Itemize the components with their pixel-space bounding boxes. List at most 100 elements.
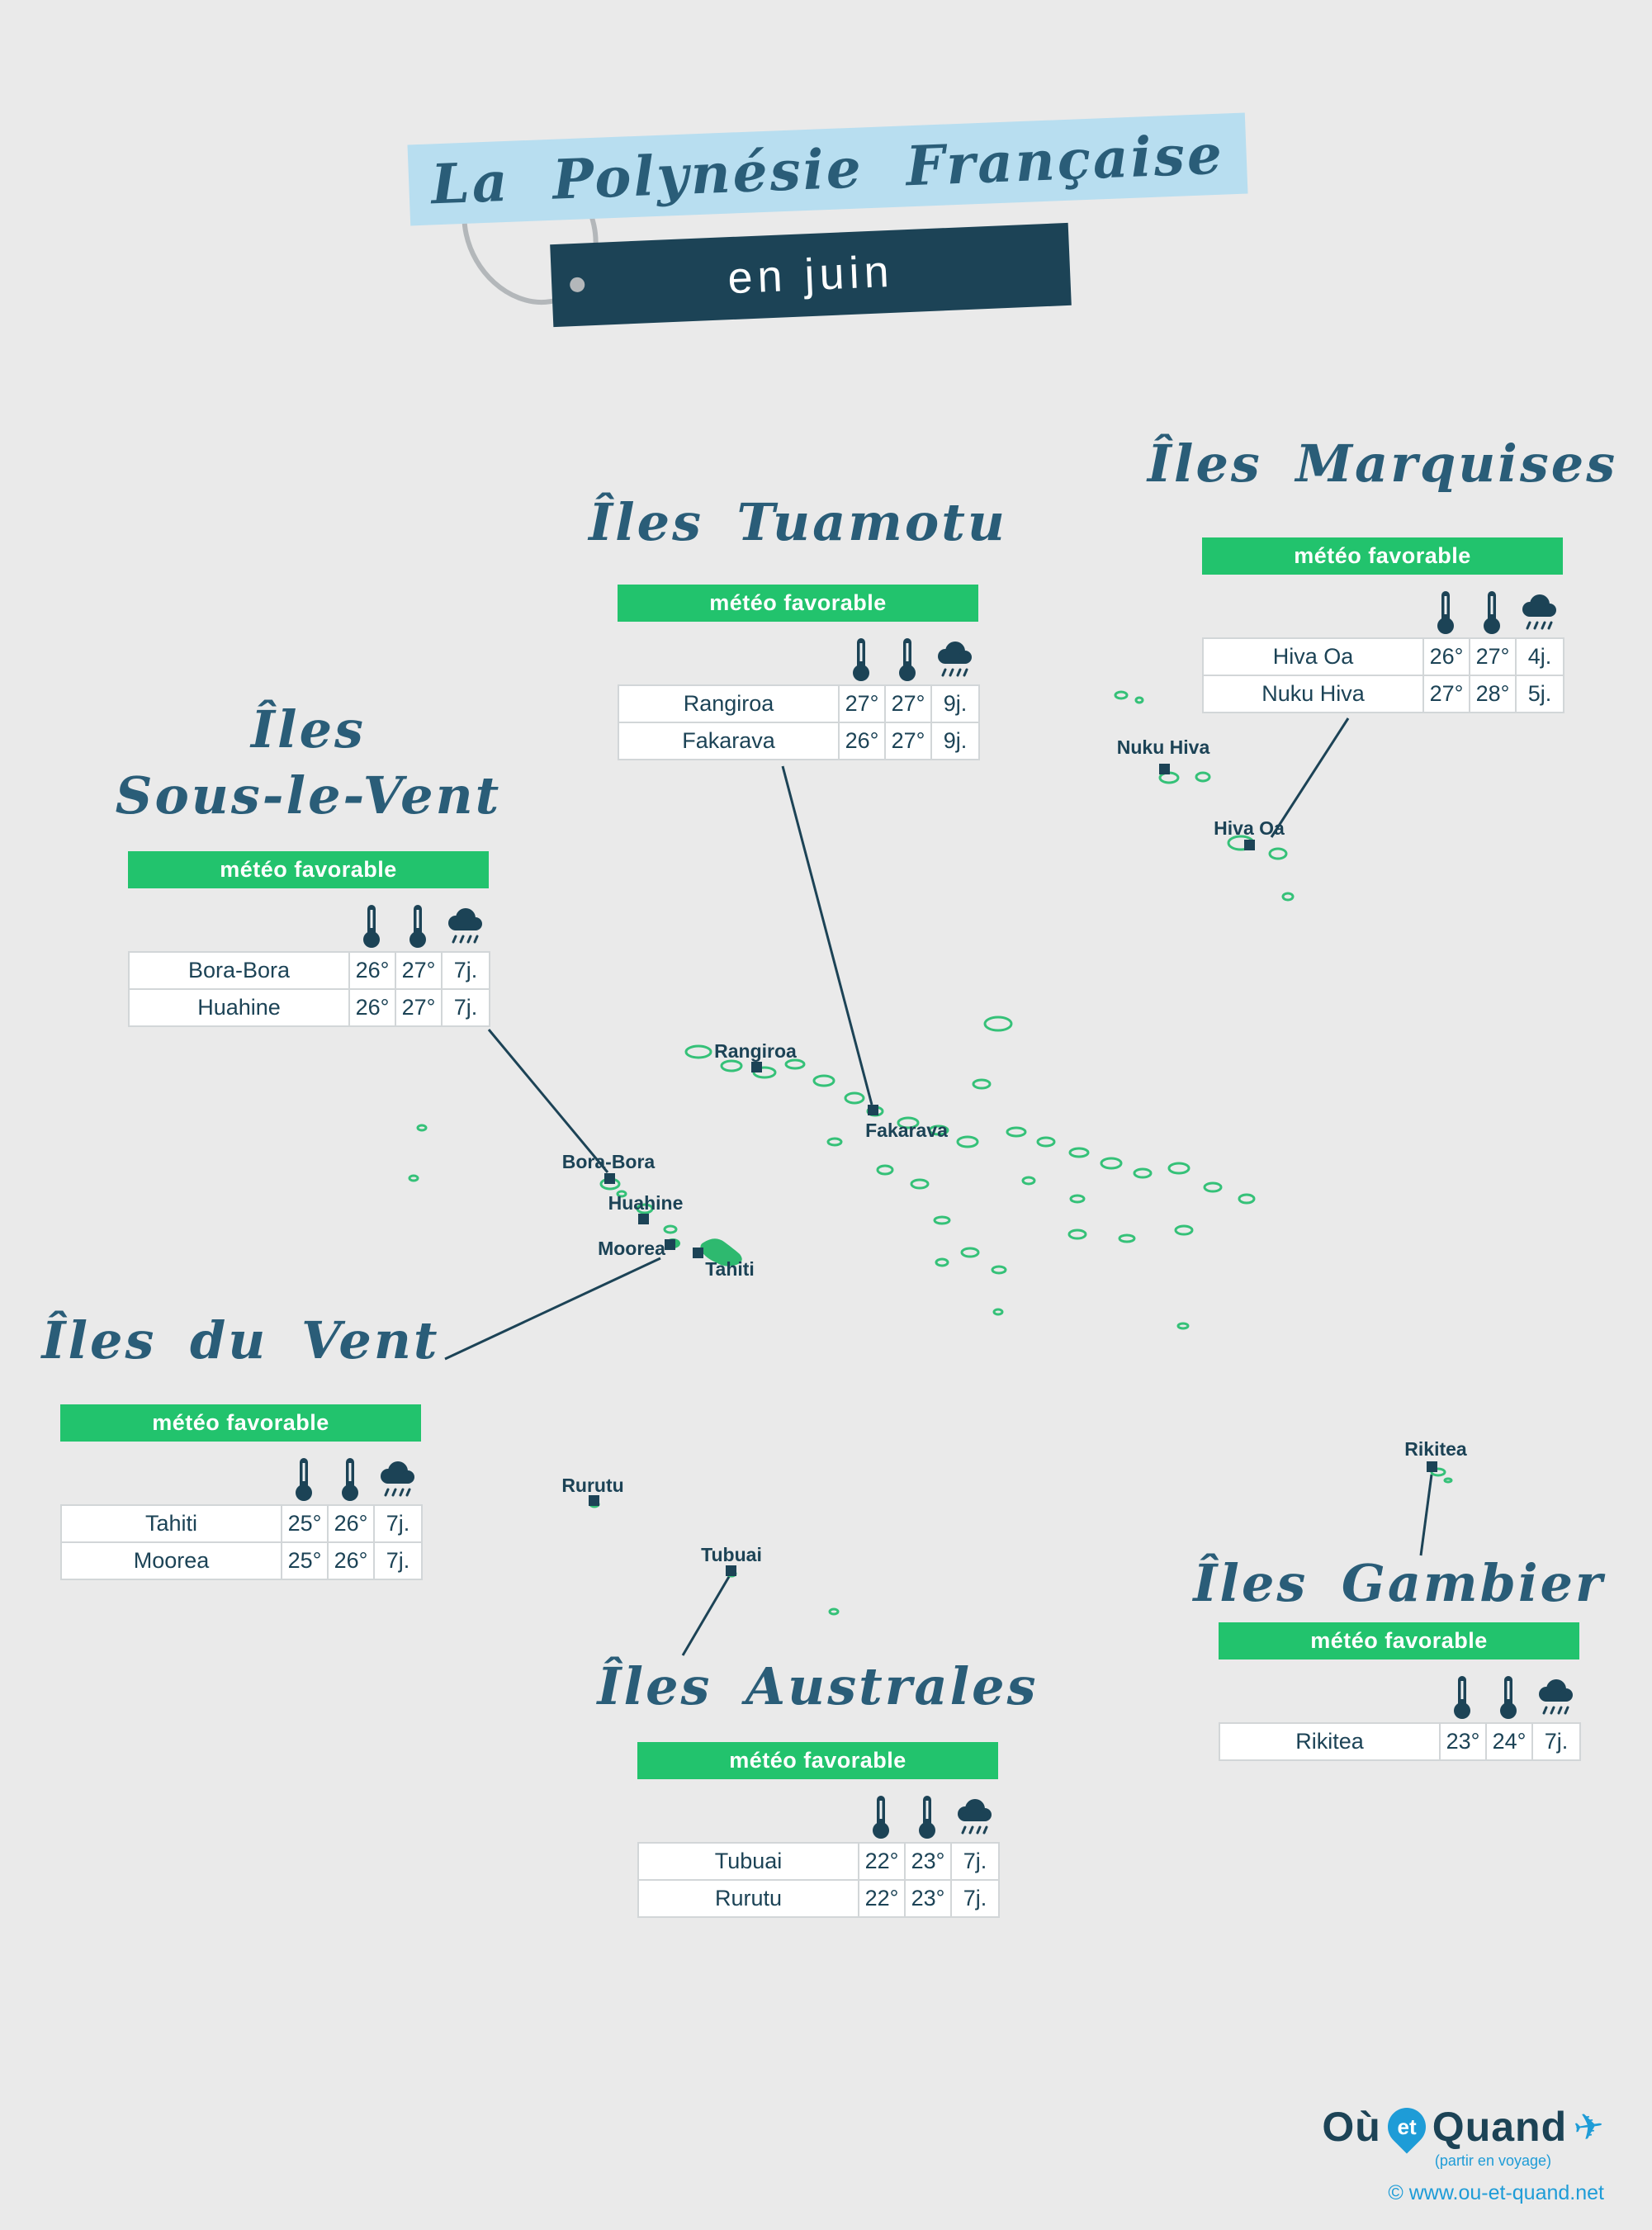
thermometer-air-icon bbox=[1439, 1674, 1485, 1721]
table-row: Rurutu 22° 23° 7j. bbox=[637, 1879, 1000, 1918]
weather-table: Tubuai 22° 23° 7j. Rurutu 22° 23° 7j. bbox=[637, 1842, 1000, 1918]
map-label-rurutu: Rurutu bbox=[561, 1475, 624, 1496]
rain-days: 7j. bbox=[441, 951, 490, 990]
place-name: Tahiti bbox=[60, 1504, 282, 1543]
air-temp: 26° bbox=[348, 951, 396, 990]
weather-table: Rikitea 23° 24° 7j. bbox=[1219, 1722, 1581, 1761]
air-temp: 25° bbox=[281, 1541, 329, 1580]
sea-temp: 26° bbox=[327, 1541, 375, 1580]
weather-table: Rangiroa 27° 27° 9j. Fakarava 26° 27° 9j… bbox=[618, 684, 980, 760]
place-name: Tubuai bbox=[637, 1842, 859, 1881]
rain-cloud-icon bbox=[1515, 593, 1563, 636]
table-row: Tahiti 25° 26° 7j. bbox=[60, 1504, 423, 1543]
table-row: Fakarava 26° 27° 9j. bbox=[618, 722, 980, 760]
table-row: Rikitea 23° 24° 7j. bbox=[1219, 1722, 1581, 1761]
table-row: Nuku Hiva 27° 28° 5j. bbox=[1202, 675, 1564, 713]
table-row: Moorea 25° 26° 7j. bbox=[60, 1541, 423, 1580]
region-title: Îles Marquises bbox=[1147, 433, 1618, 494]
weather-table: Bora-Bora 26° 27° 7j. Huahine 26° 27° 7j… bbox=[128, 951, 490, 1027]
map-marker-tahiti bbox=[693, 1248, 703, 1258]
thermometer-sea-icon bbox=[1469, 589, 1515, 636]
map-label-nuku-hiva: Nuku Hiva bbox=[1116, 736, 1210, 758]
page-title: La Polynésie Française bbox=[429, 121, 1226, 217]
region-title: Îles Australes bbox=[597, 1655, 1039, 1716]
rain-days: 9j. bbox=[930, 684, 980, 723]
table-row: Hiva Oa 26° 27° 4j. bbox=[1202, 637, 1564, 676]
region-tuamotu: Îles Tuamotu météo favorable Rangiroa 27… bbox=[589, 492, 1005, 760]
air-temp: 26° bbox=[1422, 637, 1470, 676]
copyright-link[interactable]: © www.ou-et-quand.net bbox=[1388, 2181, 1604, 2204]
place-name: Hiva Oa bbox=[1202, 637, 1424, 676]
thermometer-sea-icon bbox=[327, 1456, 373, 1503]
title-banner: La Polynésie Française bbox=[407, 112, 1248, 226]
table-row: Huahine 26° 27° 7j. bbox=[128, 988, 490, 1027]
weather-badge: météo favorable bbox=[60, 1404, 421, 1442]
weather-badge: météo favorable bbox=[128, 851, 489, 888]
region-du-vent: Îles du Vent météo favorable Tahiti 25° … bbox=[41, 1310, 438, 1580]
place-name: Rurutu bbox=[637, 1879, 859, 1918]
rain-cloud-icon bbox=[441, 907, 489, 949]
footer-brand: Où et Quand ✈ (partir en voyage) © www.o… bbox=[1322, 2100, 1607, 2205]
region-sous-le-vent: Îles Sous-le-Vent météo favorable Bora-B… bbox=[116, 699, 499, 1027]
weather-table: Hiva Oa 26° 27° 4j. Nuku Hiva 27° 28° 5j… bbox=[1202, 637, 1564, 713]
place-name: Nuku Hiva bbox=[1202, 675, 1424, 713]
air-temp: 23° bbox=[1439, 1722, 1487, 1761]
air-temp: 22° bbox=[858, 1879, 906, 1918]
map-marker-rangiroa bbox=[751, 1062, 762, 1072]
sea-temp: 23° bbox=[904, 1879, 952, 1918]
region-title: Îles du Vent bbox=[41, 1309, 440, 1371]
weather-badge: météo favorable bbox=[637, 1742, 998, 1779]
air-temp: 27° bbox=[1422, 675, 1470, 713]
sea-temp: 28° bbox=[1469, 675, 1517, 713]
weather-badge: météo favorable bbox=[1219, 1622, 1579, 1659]
map-marker-tubuai bbox=[726, 1565, 736, 1576]
region-title-line1: Îles bbox=[251, 699, 366, 760]
map-marker-fakarava bbox=[868, 1105, 878, 1115]
rain-days: 5j. bbox=[1515, 675, 1564, 713]
weather-badge: météo favorable bbox=[618, 585, 978, 622]
map-label-tahiti: Tahiti bbox=[705, 1258, 755, 1280]
region-marquises: Îles Marquises météo favorable Hiva Oa 2… bbox=[1148, 433, 1615, 713]
air-temp: 27° bbox=[838, 684, 886, 723]
rain-days: 7j. bbox=[373, 1541, 423, 1580]
sea-temp: 27° bbox=[884, 684, 932, 723]
rain-days: 7j. bbox=[950, 1842, 1000, 1881]
location-pin-icon: et bbox=[1380, 2100, 1434, 2154]
month-tag: en juin bbox=[550, 222, 1072, 328]
map-marker-moorea bbox=[665, 1239, 675, 1250]
map-label-rikitea: Rikitea bbox=[1404, 1438, 1467, 1460]
map-marker-nuku-hiva bbox=[1159, 764, 1170, 774]
rain-days: 9j. bbox=[930, 722, 980, 760]
map-label-huahine: Huahine bbox=[608, 1192, 684, 1214]
sea-temp: 23° bbox=[904, 1842, 952, 1881]
table-row: Tubuai 22° 23° 7j. bbox=[637, 1842, 1000, 1881]
rain-days: 4j. bbox=[1515, 637, 1564, 676]
region-title: Îles Tuamotu bbox=[589, 491, 1007, 552]
map-label-bora-bora: Bora-Bora bbox=[561, 1151, 656, 1172]
map-label-rangiroa: Rangiroa bbox=[714, 1040, 797, 1062]
place-name: Fakarava bbox=[618, 722, 840, 760]
map-marker-rikitea bbox=[1427, 1461, 1437, 1472]
thermometer-air-icon bbox=[858, 1794, 904, 1840]
rain-days: 7j. bbox=[441, 988, 490, 1027]
sea-temp: 27° bbox=[395, 951, 443, 990]
place-name: Huahine bbox=[128, 988, 350, 1027]
sea-temp: 27° bbox=[884, 722, 932, 760]
map-label-hiva-oa: Hiva Oa bbox=[1214, 817, 1285, 839]
place-name: Moorea bbox=[60, 1541, 282, 1580]
thermometer-sea-icon bbox=[884, 637, 930, 683]
air-temp: 26° bbox=[838, 722, 886, 760]
region-title: Îles Sous-le-Vent bbox=[116, 697, 502, 828]
rain-cloud-icon bbox=[950, 1797, 998, 1840]
thermometer-air-icon bbox=[838, 637, 884, 683]
brand-quand: Quand bbox=[1432, 2104, 1568, 2150]
region-title: Îles Gambier bbox=[1193, 1552, 1605, 1613]
table-row: Rangiroa 27° 27° 9j. bbox=[618, 684, 980, 723]
rain-days: 7j. bbox=[950, 1879, 1000, 1918]
air-temp: 26° bbox=[348, 988, 396, 1027]
sea-temp: 24° bbox=[1485, 1722, 1533, 1761]
map-marker-hiva-oa bbox=[1244, 840, 1255, 850]
air-temp: 22° bbox=[858, 1842, 906, 1881]
table-icons bbox=[637, 1791, 998, 1840]
rain-cloud-icon bbox=[930, 640, 978, 683]
